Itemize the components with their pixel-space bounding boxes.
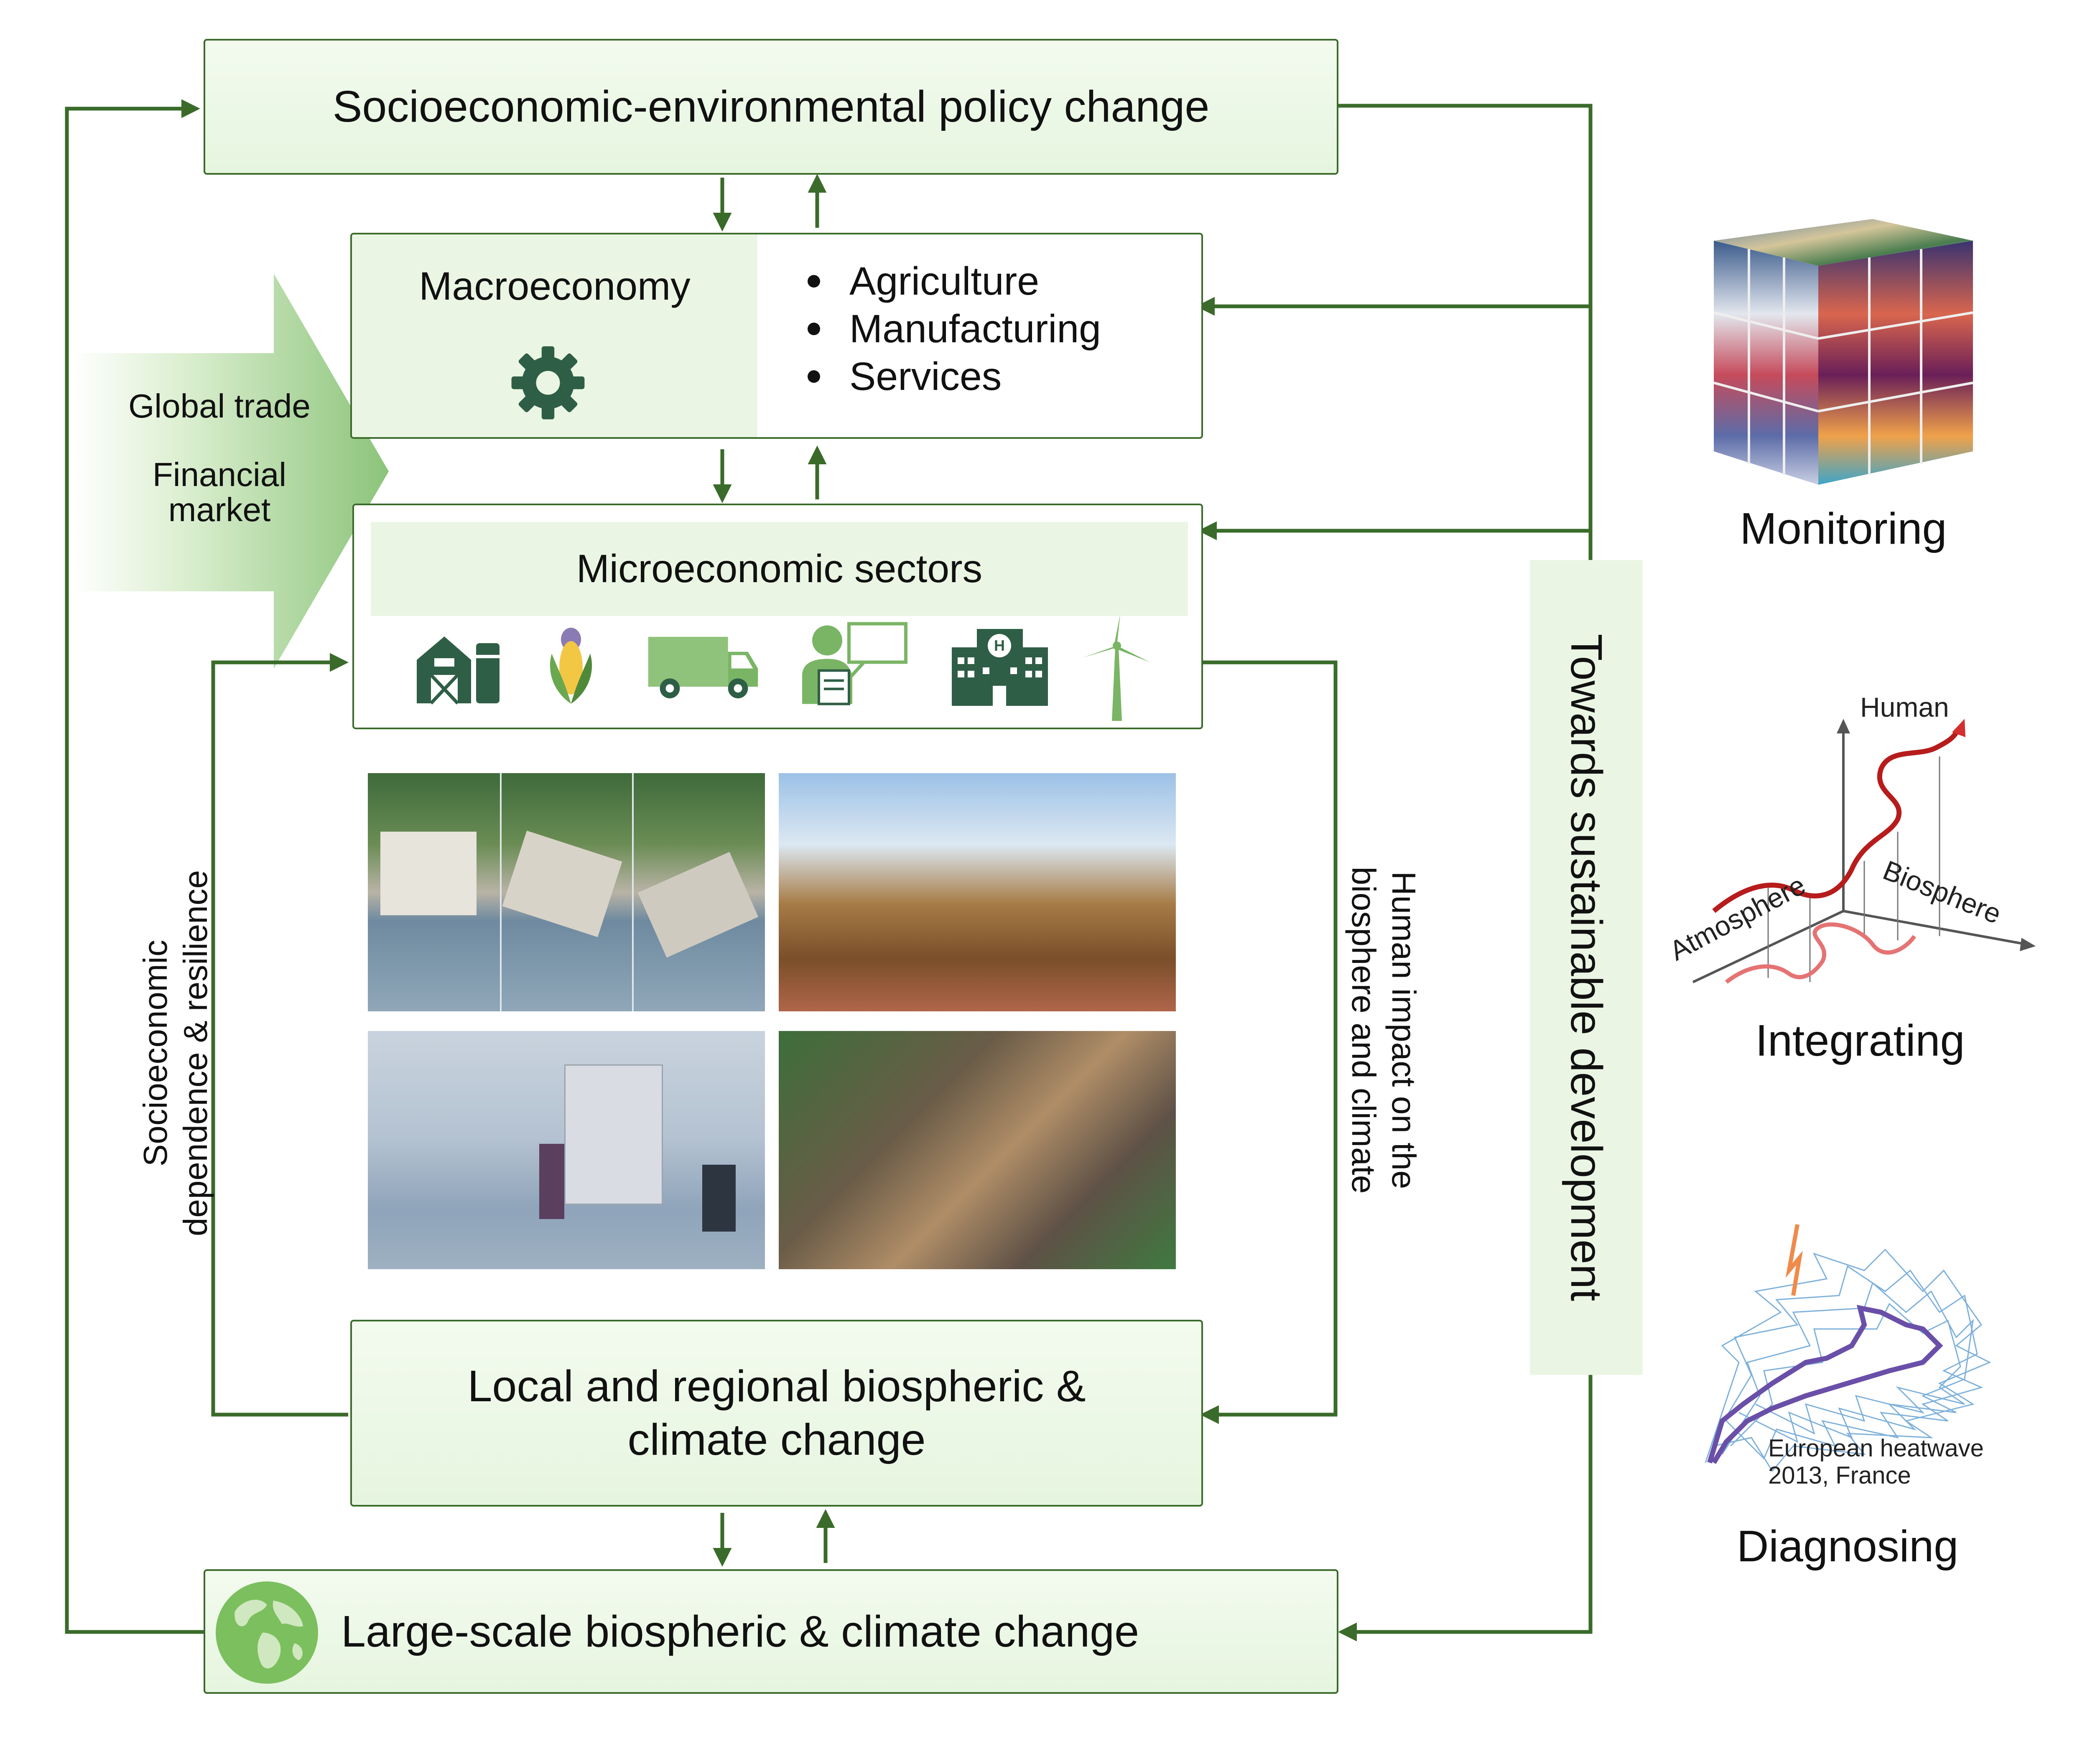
truck-shape [564, 1064, 663, 1205]
macroeconomy-label: Macroeconomy [419, 264, 691, 308]
deforestation-logs-photo [779, 1031, 1176, 1269]
delivery-van-icon [648, 636, 758, 699]
market-label: market [168, 491, 271, 528]
globe-icon [216, 1581, 318, 1684]
air-pollution-street-photo [368, 1031, 765, 1269]
diagnosing-trajectory-plot: European heatwave 2013, France [1705, 1224, 1991, 1488]
microeconomic-box: Microeconomic sectors [352, 504, 1203, 729]
house-shape [380, 832, 477, 915]
integrating-3d-plot: Human Biosphere Atmosphere [1664, 694, 2036, 984]
pedestrian-shape [539, 1144, 564, 1219]
sustainable-development-label: Towards sustainable development [1562, 634, 1611, 1301]
corn-icon [550, 628, 592, 704]
local-regional-change-box: Local and regional biospheric & climate … [350, 1320, 1203, 1507]
list-item: Manufacturing [808, 305, 1101, 353]
sector-bullet-list: Agriculture Manufacturing Services [808, 257, 1101, 400]
policy-change-box: Socioeconomic-environmental policy chang… [204, 39, 1338, 175]
sustainable-development-bar [1530, 560, 1643, 1375]
integrating-label: Integrating [1755, 1016, 1965, 1065]
barn-icon [417, 636, 500, 705]
list-item: Services [808, 353, 1101, 400]
local-regional-label-line1: Local and regional biospheric & [467, 1362, 1086, 1411]
motorbike-shape [702, 1165, 736, 1232]
local-regional-label-line2: climate change [627, 1415, 926, 1464]
global-trade-text: Global trade Financial market [109, 389, 330, 527]
wind-turbine-icon [1083, 614, 1150, 721]
financial-label: Financial [152, 456, 287, 493]
list-item: Agriculture [808, 257, 1101, 305]
axis-atmosphere-label: Atmosphere [1664, 869, 1810, 966]
sector-manufacturing: Manufacturing [849, 306, 1101, 351]
human-impact-line1: Human impact on the [1385, 871, 1422, 1189]
large-scale-change-box: Large-scale biospheric & climate change [204, 1569, 1338, 1694]
gear-icon [511, 346, 585, 420]
drought-crop-field-photo [779, 773, 1176, 1011]
global-trade-label: Global trade [128, 387, 311, 425]
sector-agriculture: Agriculture [849, 259, 1040, 303]
heatwave-label-line2: 2013, France [1768, 1462, 1911, 1488]
socioeconomic-dependence-label: Socioeconomic dependence & resilience [130, 844, 222, 1262]
svg-text:H: H [994, 637, 1005, 654]
hospital-icon: H [952, 629, 1048, 706]
data-cube-icon [1713, 219, 1973, 485]
house-shape [502, 830, 622, 937]
socioeconomic-label: Socioeconomic [137, 939, 174, 1167]
large-scale-label: Large-scale biospheric & climate change [341, 1606, 1139, 1656]
dependence-resilience-label: dependence & resilience [177, 870, 214, 1237]
macroeconomy-box: Macroeconomy Agriculture Manufacturing S… [350, 233, 1203, 439]
microeconomic-label: Microeconomic sectors [371, 522, 1188, 616]
human-impact-line2: biosphere and climate [1345, 866, 1382, 1194]
diagnosing-label: Diagnosing [1736, 1522, 1959, 1571]
policy-change-label: Socioeconomic-environmental policy chang… [332, 82, 1210, 131]
house-shape [637, 852, 759, 958]
photo-divider [632, 773, 634, 1011]
axis-human-label: Human [1860, 694, 1949, 723]
sector-services: Services [849, 354, 1002, 399]
photo-divider [500, 773, 502, 1011]
monitoring-label: Monitoring [1740, 504, 1947, 553]
flood-collapsed-houses-photo [368, 773, 765, 1011]
teacher-icon [802, 622, 907, 705]
heatwave-label-line1: European heatwave [1768, 1435, 1984, 1462]
global-trade-arrow-shape [71, 274, 389, 669]
human-impact-label: Human impact on the biosphere and climat… [1338, 821, 1430, 1239]
